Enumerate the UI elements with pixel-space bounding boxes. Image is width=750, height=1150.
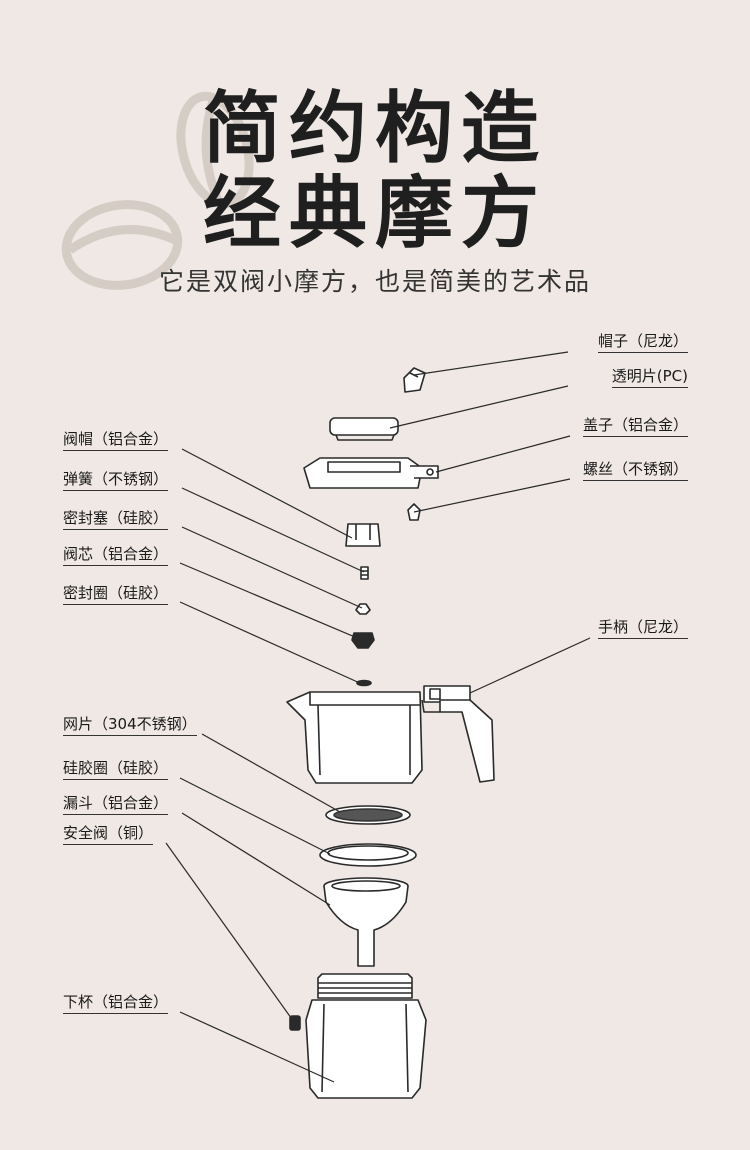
silicone-ring-part	[319, 843, 417, 867]
label-safety-valve: 安全阀（铜）	[63, 824, 154, 845]
page-subtitle: 它是双阀小摩方，也是简美的艺术品	[158, 267, 591, 296]
label-cap: 帽子（尼龙）	[597, 332, 688, 353]
coffee-bean-icon	[61, 91, 254, 290]
label-handle: 手柄（尼龙）	[597, 618, 688, 639]
label-funnel: 漏斗（铝合金）	[63, 794, 169, 815]
label-silicone-ring: 硅胶圈（硅胶）	[63, 759, 169, 780]
label-seal-plug: 密封塞（硅胶）	[63, 509, 169, 530]
leader-lines	[165, 351, 591, 1083]
valve-core-part	[351, 632, 375, 649]
page-title: 简约构造	[202, 84, 547, 174]
mesh-part	[325, 805, 411, 825]
funnel-part	[323, 877, 409, 967]
page-title-line2: 经典摩方	[202, 169, 547, 259]
upper-pot-part	[286, 685, 495, 784]
label-lid: 盖子（铝合金）	[582, 416, 688, 437]
seal-plug-part	[355, 603, 371, 615]
clear-piece-part	[329, 417, 399, 441]
label-screw: 螺丝（不锈钢）	[582, 460, 688, 481]
label-valve-core: 阀芯（铝合金）	[63, 545, 169, 566]
label-clear-piece: 透明片(PC)	[611, 367, 688, 388]
cap-part	[403, 367, 426, 393]
label-seal-ring: 密封圈（硅胶）	[63, 584, 169, 605]
valve-cap-part	[345, 523, 381, 547]
lid-part	[303, 457, 439, 489]
spring-part	[360, 566, 369, 580]
label-lower-cup: 下杯（铝合金）	[63, 993, 169, 1014]
lower-cup-part	[305, 973, 427, 1099]
label-mesh: 网片（304不锈钢）	[63, 715, 197, 736]
label-valve-cap: 阀帽（铝合金）	[63, 430, 169, 451]
label-spring: 弹簧（不锈钢）	[63, 470, 169, 491]
seal-ring-part	[356, 679, 372, 687]
